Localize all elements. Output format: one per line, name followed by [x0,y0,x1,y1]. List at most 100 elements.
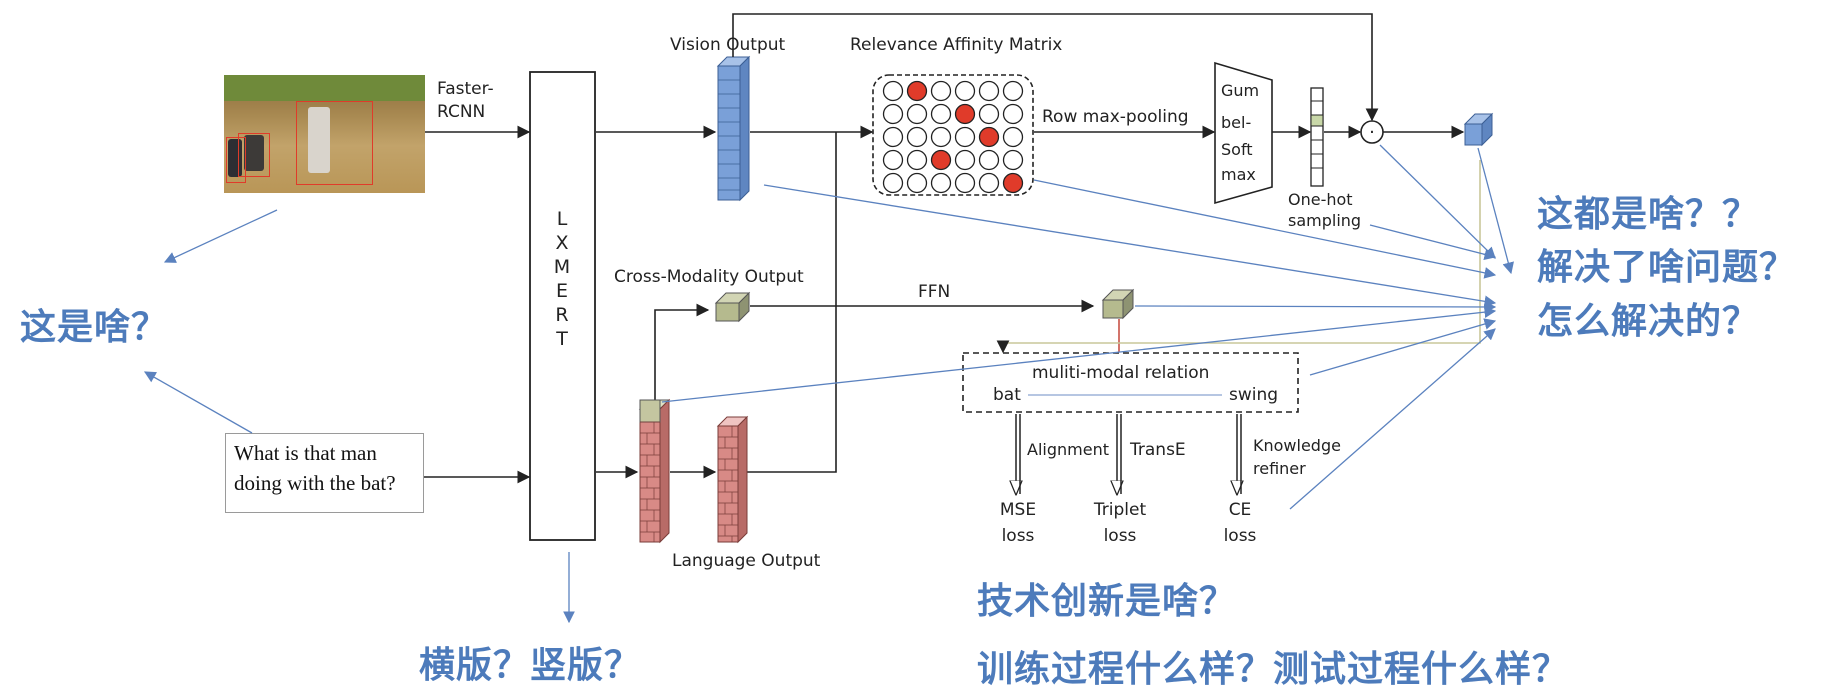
cross-modality-label: Cross-Modality Output [614,267,804,287]
one-hot-label: One-hot [1288,190,1353,209]
annotation-arrow-onehot [1369,224,1497,261]
relation-title: muliti-modal relation [1032,363,1209,383]
matrix-cell [978,172,1000,194]
lxmert-label: L X M E R T [554,208,570,350]
matrix-cell [930,126,952,148]
annotation-arrow-product [1379,144,1496,259]
language-input-block [638,398,671,544]
lxmert-box [529,71,596,541]
knowledge-refiner-label: Knowledge [1253,436,1341,455]
annotation-what-problem: 解决了啥问题？ [1537,247,1797,288]
relevance-matrix-title: Relevance Affinity Matrix [850,35,1062,55]
matrix-cell [978,103,1000,125]
matrix-cell [1002,126,1024,148]
batter-figure [308,107,330,173]
ffn-label: FFN [918,282,950,302]
question-box: What is that man doing with the bat? [225,433,424,513]
gumbel-line: Soft [1221,140,1253,159]
relation-right-word: swing [1229,385,1278,405]
gumbel-softmax-box [1214,61,1273,205]
matrix-cell [978,149,1000,171]
annotation-train-test: 训练过程什么样？测试过程什么样？ [977,649,1570,690]
matrix-cell [1002,103,1024,125]
gumbel-line: bel- [1221,113,1251,132]
matrix-cell [954,126,976,148]
matrix-cell [1002,149,1024,171]
one-hot-vector [1310,87,1324,187]
lxmert-letter: T [555,328,568,350]
batter-bbox [296,101,373,185]
faster-rcnn-label: RCNN [437,102,485,122]
vision-output-label: Vision Output [670,35,786,55]
matrix-cell [954,80,976,102]
ce-loss-label: loss [1224,526,1257,546]
lxmert-letter: M [554,256,570,278]
baseball-photo [224,75,425,193]
catcher-bbox [238,133,270,177]
matrix-cell [954,172,976,194]
matrix-cell [906,126,928,148]
annotation-arrow-matrix [1033,179,1497,279]
relation-left-word: bat [993,385,1021,405]
matrix-cell [882,80,904,102]
matrix-cell-selected [906,80,928,102]
gumbel-softmax-label: Gum bel- Soft max [1221,81,1259,184]
matrix-cell-selected [978,126,1000,148]
matrix-cell [882,126,904,148]
faster-rcnn-label: Faster- [437,79,494,99]
umpire-bbox [226,137,246,183]
transe-label: TransE [1129,440,1186,460]
annotation-arrow-relation [1309,318,1497,376]
lxmert-letter: R [555,304,568,326]
matrix-cell-selected [954,103,976,125]
gumbel-line: max [1221,165,1256,184]
annotation-arrow-language [661,306,1497,403]
matrix-cells [882,80,1024,194]
matrix-cell [1002,80,1024,102]
matrix-cell [906,103,928,125]
triplet-loss-label: Triplet [1093,500,1147,520]
matrix-cell [906,149,928,171]
annotation-arrow-vision [763,184,1497,308]
language-output-block [716,415,749,544]
annotation-arrow-ffn [1134,301,1497,313]
matrix-cell-selected [930,149,952,171]
alignment-label: Alignment [1027,440,1109,459]
photo-background [224,75,425,101]
annotation-arrow-losses [1289,328,1496,510]
triplet-loss-label: loss [1104,526,1137,546]
language-output-label: Language Output [672,551,821,571]
annotation-arrows [143,144,1514,624]
lxmert-letter: X [555,232,568,254]
matrix-cell [930,103,952,125]
ce-loss-label: CE [1229,500,1252,520]
annotation-tech-innovation: 技术创新是啥？ [977,581,1237,622]
matrix-cell [978,80,1000,102]
language-to-cross-arrow [654,303,710,401]
annotation-arrow-output [1477,147,1514,275]
annotation-how-solved: 怎么解决的？ [1537,301,1760,342]
matrix-cell [954,149,976,171]
mse-loss-label: loss [1002,526,1035,546]
matrix-cell [930,80,952,102]
mse-loss-label: MSE [1000,500,1036,520]
knowledge-refiner-label: refiner [1253,459,1306,478]
matrix-cell [930,172,952,194]
matrix-cell [882,172,904,194]
catcher-figure [244,135,264,171]
annotation-arrow-question [143,371,253,434]
question-line-1: What is that man [234,441,377,465]
product-symbol: · [1369,122,1375,143]
annotation-arrow-photo [163,209,278,263]
vision-skip-connection [732,13,1379,122]
lxmert-letter: E [556,280,568,302]
vision-result-cube [1463,112,1494,147]
question-line-2: doing with the bat? [234,471,396,495]
ffn-output-cube [1101,288,1135,320]
one-hot-label: sampling [1288,211,1361,230]
lxmert-letter: L [557,208,568,230]
annotation-what-are-these: 这都是啥？？ [1537,194,1760,235]
row-max-pooling-label: Row max-pooling [1042,107,1189,127]
